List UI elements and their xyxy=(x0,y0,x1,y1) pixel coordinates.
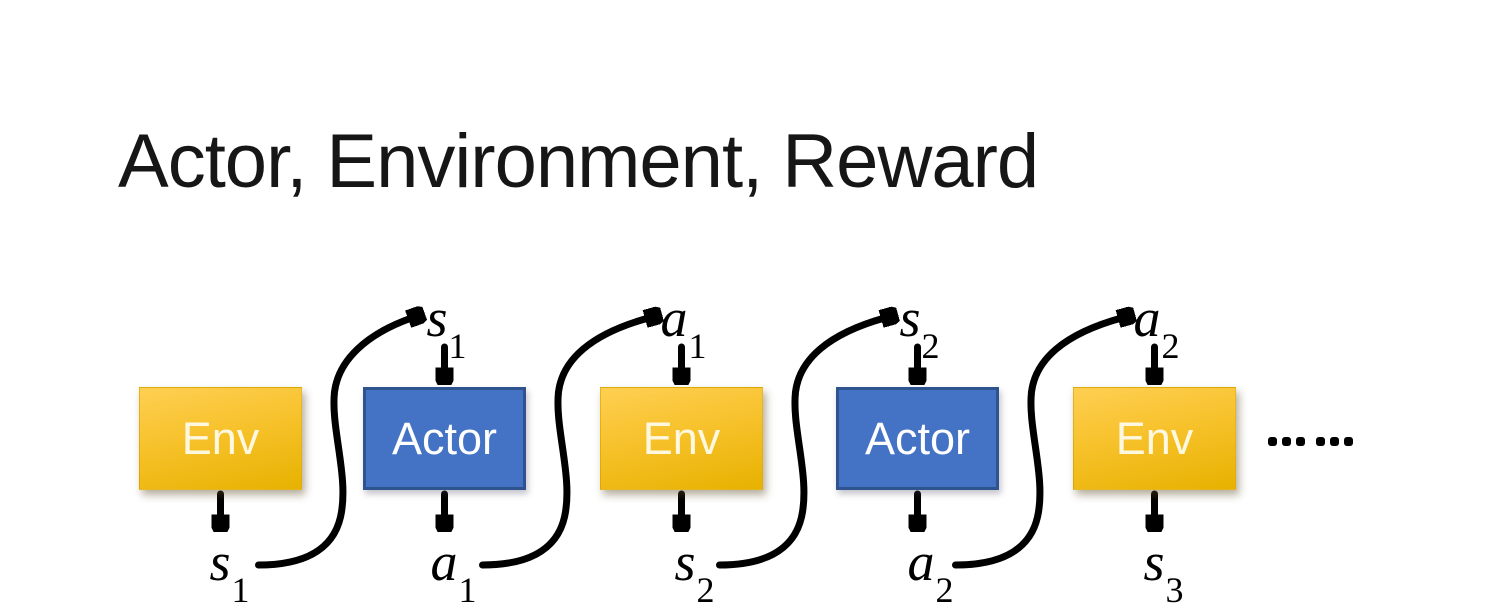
slide-title: Actor, Environment, Reward xyxy=(118,119,1039,204)
dot xyxy=(1296,437,1305,446)
actor-box-1-label: Actor xyxy=(391,412,498,464)
curved-arrow-s1 xyxy=(255,318,412,569)
env-box-3: Env xyxy=(1073,387,1236,490)
bottom-label-a2: a2 xyxy=(907,532,954,608)
top-label-s1: s1 xyxy=(426,288,467,366)
continuation-dots xyxy=(1268,437,1358,446)
env-box-1: Env xyxy=(139,387,302,490)
curved-arrow-s2 xyxy=(716,318,885,569)
env-box-1-label: Env xyxy=(181,412,260,464)
actor-box-2-label: Actor xyxy=(864,412,971,464)
curved-arrow-a2 xyxy=(952,318,1122,569)
bottom-label-s2: s2 xyxy=(674,532,715,608)
env-box-2: Env xyxy=(600,387,763,490)
top-label-s2: s2 xyxy=(899,288,940,366)
dot xyxy=(1282,437,1291,446)
dot xyxy=(1316,437,1325,446)
top-label-a2: a2 xyxy=(1133,288,1180,366)
actor-box-2: Actor xyxy=(836,387,999,490)
env-box-2-label: Env xyxy=(642,412,721,464)
curved-arrow-a1 xyxy=(479,318,649,569)
bottom-label-s3: s3 xyxy=(1143,532,1184,608)
dot xyxy=(1268,437,1277,446)
env-box-3-label: Env xyxy=(1115,412,1194,464)
bottom-label-s1: s1 xyxy=(209,532,250,608)
actor-box-1: Actor xyxy=(363,387,526,490)
top-label-a1: a1 xyxy=(660,288,707,366)
dot xyxy=(1344,437,1353,446)
dot xyxy=(1330,437,1339,446)
bottom-label-a1: a1 xyxy=(430,532,477,608)
